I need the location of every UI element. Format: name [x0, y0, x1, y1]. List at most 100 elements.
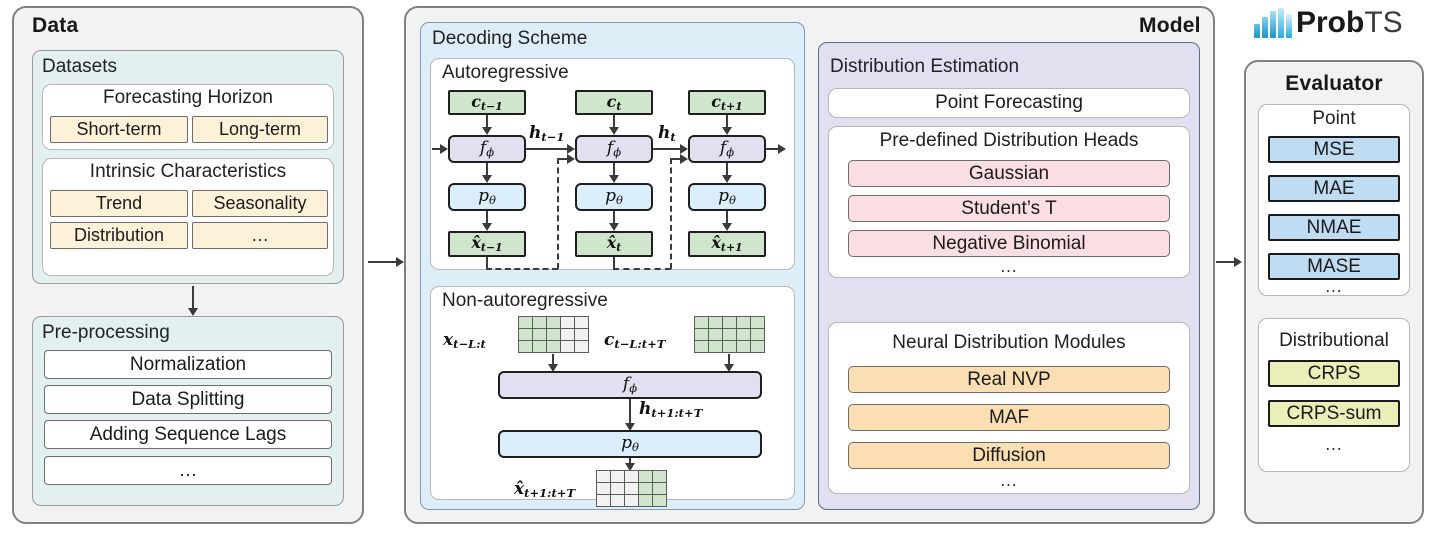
ar-arrow-p1-x1 [486, 211, 488, 225]
nar-hidden-label: ht+1:t+T [639, 399, 703, 421]
chip-data-splitting[interactable]: Data Splitting [44, 385, 332, 414]
decoding-scheme-title: Decoding Scheme [432, 28, 588, 49]
data-to-model-arrowhead [396, 257, 404, 267]
nar-input-arrowhead [548, 364, 558, 372]
intrinsic-characteristics-card [42, 158, 334, 276]
chip-short-term[interactable]: Short-term [50, 116, 188, 143]
chip-mae[interactable]: MAE [1268, 175, 1400, 202]
ar-arrowhead-p3-x3 [722, 223, 732, 231]
data-flow-connector [192, 286, 194, 310]
chip-negative-binomial[interactable]: Negative Binomial [848, 230, 1170, 257]
ar-feedback-1-enter [557, 158, 569, 160]
ar-arrowhead-f2-p2 [609, 175, 619, 183]
chip-mse[interactable]: MSE [1268, 136, 1400, 163]
ar-fn-1: fϕ [448, 135, 526, 163]
datasets-group-title: Datasets [42, 56, 117, 77]
evaluator-panel-title: Evaluator [1285, 72, 1383, 95]
data-to-model-connector [368, 261, 398, 263]
probts-logo: ProbTS [1254, 8, 1403, 38]
ar-chain-in [432, 148, 442, 150]
evaluator-point-title: Point [1312, 108, 1356, 129]
ar-arrowhead-p1-x1 [482, 223, 492, 231]
model-to-evaluator-arrowhead [1234, 257, 1242, 267]
chip-students-t[interactable]: Student’s T [848, 195, 1170, 222]
chip-preprocessing-more[interactable]: … [44, 456, 332, 485]
predefined-heads-more: … [999, 256, 1019, 276]
ar-chain-in-head [440, 144, 448, 154]
chip-normalization[interactable]: Normalization [44, 350, 332, 379]
chip-nmae[interactable]: NMAE [1268, 214, 1400, 241]
non-autoregressive-title: Non-autoregressive [442, 290, 608, 311]
nar-output-grid [596, 470, 667, 507]
ar-feedback-1-head [567, 154, 575, 164]
evaluator-distributional-card [1258, 318, 1410, 472]
chip-crps-sum[interactable]: CRPS-sum [1268, 400, 1400, 427]
ar-dist-2: pθ [575, 183, 653, 211]
ar-chain-out [766, 148, 780, 150]
model-to-evaluator-connector [1216, 261, 1238, 263]
ar-feedback-2-v1 [613, 257, 615, 269]
logo-bars-icon [1254, 8, 1292, 38]
ar-output-3: x̂t+1 [688, 231, 766, 257]
ar-fn-3: fϕ [688, 135, 766, 163]
ar-chain-1-2 [526, 148, 569, 150]
data-panel-title: Data [32, 14, 79, 37]
ar-feedback-2-h [613, 268, 671, 270]
ar-feedback-1-h [486, 268, 558, 270]
chip-real-nvp[interactable]: Real NVP [848, 366, 1170, 393]
chip-distribution[interactable]: Distribution [50, 222, 188, 249]
chip-adding-sequence-lags[interactable]: Adding Sequence Lags [44, 420, 332, 449]
logo-text-light: TS [1364, 6, 1403, 39]
nar-output-connector [629, 458, 631, 465]
ar-feedback-1-v2 [557, 158, 559, 269]
ar-feedback-2-v2 [670, 158, 672, 269]
chip-maf[interactable]: MAF [848, 404, 1170, 431]
ar-arrow-f1-p1 [486, 163, 488, 177]
distribution-estimation-title: Distribution Estimation [830, 56, 1020, 77]
chip-mase[interactable]: MASE [1268, 253, 1400, 280]
nar-hidden-connector [629, 399, 631, 425]
chip-point-forecasting[interactable]: Point Forecasting [828, 88, 1190, 118]
nar-dist-block: pθ [498, 430, 762, 458]
ar-arrowhead-p2-x2 [609, 223, 619, 231]
autoregressive-title: Autoregressive [442, 62, 569, 83]
ar-arrowhead-f1-p1 [482, 175, 492, 183]
preprocessing-group-title: Pre-processing [42, 322, 170, 343]
ar-context-3: ct+1 [688, 90, 766, 115]
chip-long-term[interactable]: Long-term [192, 116, 328, 143]
ar-dist-3: pθ [688, 183, 766, 211]
nar-input-grid [518, 316, 589, 353]
ar-arrow-p3-x3 [726, 211, 728, 225]
chip-intrinsic-more[interactable]: … [192, 222, 328, 249]
ar-context-2: ct [575, 90, 653, 115]
chip-trend[interactable]: Trend [50, 190, 188, 217]
nar-input-connector [552, 354, 554, 367]
neural-modules-title: Neural Distribution Modules [892, 332, 1126, 353]
ar-chain-out-head [778, 144, 786, 154]
ar-arrow-c1-f1 [486, 115, 488, 129]
ar-feedback-1-v1 [486, 257, 488, 269]
model-panel-title: Model [1139, 14, 1201, 37]
ar-arrow-c3-f3 [726, 115, 728, 129]
nar-output-label: x̂t+1:t+T [514, 479, 576, 501]
ar-output-1: x̂t−1 [448, 231, 526, 257]
nar-covariate-grid [694, 316, 765, 353]
ar-fn-2: fϕ [575, 135, 653, 163]
chip-crps[interactable]: CRPS [1268, 360, 1400, 387]
chip-gaussian[interactable]: Gaussian [848, 160, 1170, 187]
nar-input-label: xt−L:t [443, 330, 486, 352]
nar-fn-block: fϕ [498, 371, 762, 399]
ar-arrowhead-f3-p3 [722, 175, 732, 183]
data-flow-arrowhead [188, 308, 198, 316]
evaluator-distributional-title: Distributional [1279, 330, 1389, 351]
ar-arrow-f3-p3 [726, 163, 728, 177]
chip-seasonality[interactable]: Seasonality [192, 190, 328, 217]
chip-diffusion[interactable]: Diffusion [848, 442, 1170, 469]
ar-arrow-c2-f2 [613, 115, 615, 129]
ar-feedback-2-enter [670, 158, 682, 160]
ar-arrow-f2-p2 [613, 163, 615, 177]
ar-chain-2-3 [653, 148, 682, 150]
logo-text: ProbTS [1296, 8, 1403, 38]
ar-dist-1: pθ [448, 183, 526, 211]
